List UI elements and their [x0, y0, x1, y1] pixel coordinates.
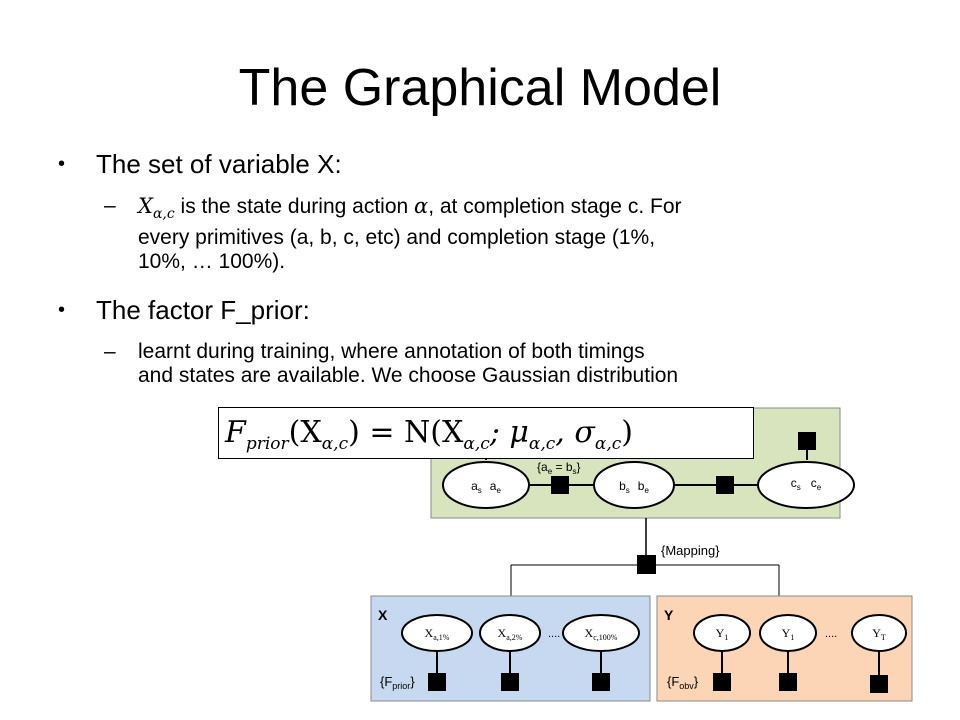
- state-text-line3: 10%, … 100%).: [138, 250, 286, 274]
- node-b: [593, 461, 675, 509]
- factor-square: [870, 675, 888, 693]
- node-a: [442, 461, 530, 509]
- mapping-label: {Mapping}: [661, 543, 720, 558]
- y-panel-label: Y: [664, 607, 674, 623]
- bullet-text: The set of variable X:: [96, 149, 342, 179]
- sub-dash: –: [104, 340, 116, 363]
- factor-square: [428, 673, 446, 691]
- y-node: [693, 614, 751, 652]
- factor-square: [501, 673, 519, 691]
- node-c: [757, 461, 855, 509]
- factor-square: [716, 476, 734, 494]
- sub-dash: –: [104, 194, 116, 217]
- bullet-variable-set: • The set of variable X:: [58, 148, 342, 180]
- x-node: [562, 614, 640, 652]
- state-text-2: , at completion stage c. For: [428, 195, 682, 218]
- sub-bullet-prior-description: – learnt during training, where annotati…: [104, 340, 918, 388]
- x-node-label: Xa,1%: [425, 626, 450, 642]
- prior-text-line1: learnt during training, where annotation…: [138, 340, 645, 363]
- x-node-label: Xc,100%: [585, 626, 618, 642]
- bullet-factor-prior: • The factor F_prior:: [58, 294, 310, 326]
- x-panel-label: X: [378, 607, 388, 623]
- f-prior-label: {Fprior}: [380, 674, 415, 691]
- bullet-dot: •: [58, 153, 66, 175]
- y-node: [851, 614, 907, 652]
- prior-formula: Fprior(Xα,c) = N(Xα,c; μα,c, σα,c): [218, 407, 754, 459]
- alpha-symbol: α: [414, 194, 429, 218]
- factor-square: [779, 673, 797, 691]
- y-node-label: Y1: [782, 626, 795, 642]
- y-ellipsis: ....: [825, 628, 837, 640]
- sub-bullet-state-definition: – Xα,c is the state during action α, at …: [104, 194, 918, 274]
- f-obv-label: {Fobv}: [667, 674, 699, 691]
- bullet-text: The factor F_prior:: [96, 295, 310, 325]
- slide-title: The Graphical Model: [238, 59, 722, 117]
- state-symbol: Xα,c: [138, 194, 175, 223]
- constraint-label: {ae = bs}: [537, 460, 581, 476]
- x-node: [479, 614, 541, 652]
- x-node: [401, 614, 473, 652]
- factor-square: [713, 673, 731, 691]
- state-text-1: is the state during action: [174, 195, 415, 218]
- prior-text-line2: and states are available. We choose Gaus…: [138, 364, 679, 387]
- factor-square: [551, 476, 569, 494]
- factor-square: [798, 432, 816, 450]
- x-ellipsis: ....: [548, 628, 560, 640]
- factor-square: [592, 673, 610, 691]
- y-node-label: Y1: [716, 626, 729, 642]
- state-text-line2: every primitives (a, b, c, etc) and comp…: [138, 226, 656, 250]
- y-node-label: YT: [872, 626, 886, 642]
- bullet-dot: •: [58, 299, 66, 321]
- y-node: [759, 614, 817, 652]
- x-node-label: Xa,2%: [498, 626, 523, 642]
